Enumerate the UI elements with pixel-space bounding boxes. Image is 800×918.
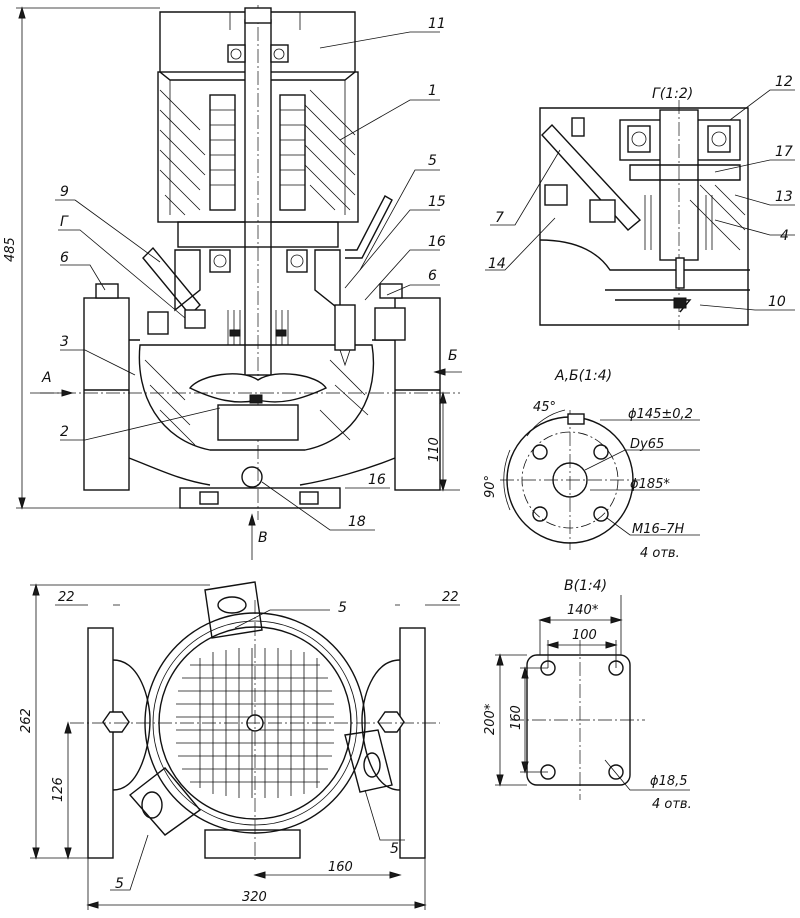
- callout-2: 2: [60, 424, 69, 440]
- dim-22-left: 22: [58, 590, 75, 605]
- dim-dia185: ϕ185*: [630, 477, 670, 492]
- view-marker-g: Г: [60, 214, 69, 230]
- dim-262: 262: [19, 708, 34, 733]
- view-arrows: [30, 368, 462, 560]
- dim-holes-4b: 4 отв.: [652, 797, 692, 812]
- view-marker-b: Б: [448, 348, 458, 364]
- dim-holes-4a: 4 отв.: [640, 546, 680, 561]
- callout-10: 10: [768, 294, 786, 310]
- dim-160-plate: 160: [509, 705, 524, 730]
- callout-16-base: 16: [368, 472, 386, 488]
- view-marker-v: В: [258, 530, 268, 546]
- dim-dia18: ϕ18,5: [650, 774, 688, 789]
- main-leaders: [55, 31, 440, 531]
- dim-320: 320: [242, 890, 267, 905]
- callout-6-right: 6: [428, 268, 437, 284]
- callout-15: 15: [428, 194, 446, 210]
- detail-g-view: [539, 100, 750, 330]
- angle-90: 90°: [483, 475, 498, 498]
- callout-17: 17: [775, 144, 793, 160]
- plan-view: [70, 581, 440, 860]
- callout-6-left: 6: [60, 250, 69, 266]
- dim-485-label: 485: [3, 237, 18, 262]
- angle-45: 45°: [533, 400, 556, 415]
- callout-9: 9: [60, 184, 69, 200]
- callout-5-right: 5: [390, 841, 399, 857]
- detail-ab-flange: [500, 409, 700, 550]
- dim-dy65: Dy65: [630, 437, 664, 452]
- detail-g-title: Г(1:2): [652, 86, 693, 102]
- plan-dim-arrows: [32, 583, 427, 909]
- dim-100: 100: [572, 628, 597, 643]
- dim-485: [16, 6, 180, 510]
- dim-126: 126: [51, 777, 66, 802]
- view-marker-a: А: [41, 370, 52, 386]
- dim-22-right: 22: [442, 590, 459, 605]
- dim-200: 200*: [483, 703, 498, 735]
- dim-140: 140*: [567, 603, 599, 618]
- callout-13: 13: [775, 189, 793, 205]
- callout-5: 5: [428, 153, 437, 169]
- callout-5-top: 5: [338, 600, 347, 616]
- callout-14: 14: [488, 256, 506, 272]
- callout-7: 7: [495, 210, 504, 226]
- dim-110: [439, 391, 460, 492]
- callout-18: 18: [348, 514, 366, 530]
- dim-m16: M16–7H: [632, 522, 685, 537]
- plan-dims: [30, 584, 460, 910]
- callout-12: 12: [775, 74, 793, 90]
- dim-dia145: ϕ145±0,2: [628, 407, 693, 422]
- detail-v-arrows: [496, 616, 623, 787]
- dim-110-label: 110: [427, 437, 442, 462]
- detail-v-title: В(1:4): [564, 578, 607, 594]
- detail-ab-title: А,Б(1:4): [554, 368, 612, 384]
- main-section-view: [40, 5, 460, 520]
- detail-g-leaders: [485, 89, 795, 311]
- callout-1: 1: [428, 83, 437, 99]
- dim-160-plan: 160: [328, 860, 353, 875]
- callout-3: 3: [60, 334, 69, 350]
- callout-11: 11: [428, 16, 446, 32]
- callout-16: 16: [428, 234, 446, 250]
- callout-5-left: 5: [115, 876, 124, 892]
- callout-4: 4: [780, 228, 789, 244]
